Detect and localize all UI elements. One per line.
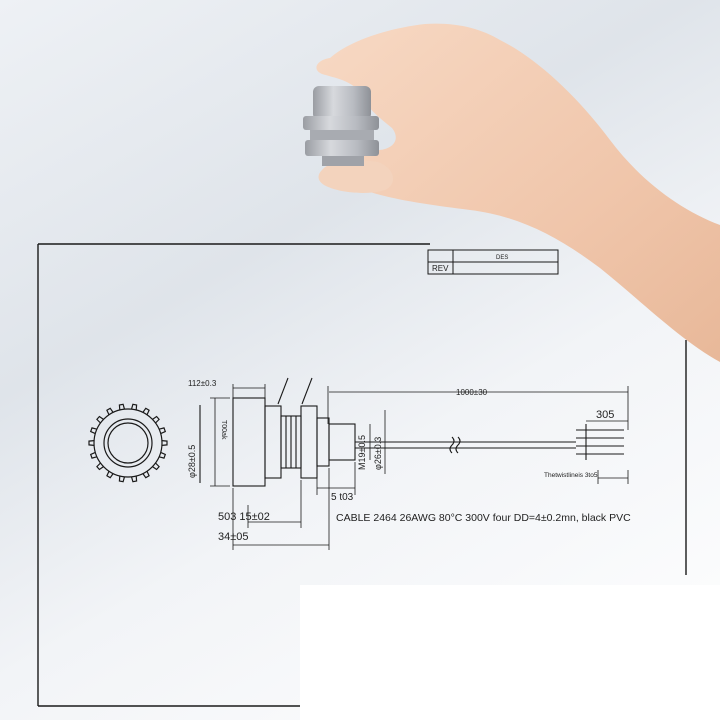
white-overlay-patch xyxy=(300,585,720,720)
gear-tooth xyxy=(89,427,98,435)
front-view-ring xyxy=(88,403,168,483)
twist-note: Thetwistlineis 3to5 xyxy=(544,472,598,479)
dim-flange-dia: φ28±0.5 xyxy=(187,445,197,478)
hand-photo xyxy=(316,23,720,362)
rev-label: REV xyxy=(432,264,449,273)
dim-inner-dia: φ26±0.3 xyxy=(373,437,383,470)
gear-tooth xyxy=(89,451,98,459)
gear-tooth xyxy=(152,415,160,424)
title-block xyxy=(427,249,559,275)
dim-strip-length: 305 xyxy=(596,409,614,421)
gear-tooth xyxy=(130,475,138,483)
drawing-frame xyxy=(37,243,687,707)
gear-tooth xyxy=(142,407,150,416)
side-view-fitting xyxy=(199,377,624,487)
gear-tooth xyxy=(142,470,150,479)
gear-tooth xyxy=(161,440,168,446)
dimension-lines xyxy=(210,384,629,550)
title-fragment: DES xyxy=(496,255,508,261)
gear-tooth xyxy=(96,415,104,424)
gear-tooth xyxy=(158,427,167,435)
dim-offset-left: 503 15±02 xyxy=(218,511,270,523)
gear-tooth xyxy=(106,407,114,416)
dim-thread-spec: M19±0.5 xyxy=(357,435,367,470)
gear-tooth xyxy=(152,462,160,471)
gear-tooth xyxy=(96,462,104,471)
dim-cable-length: 1000±30 xyxy=(456,388,488,397)
gear-tooth xyxy=(118,475,126,483)
gear-tooth xyxy=(88,440,95,446)
gear-tooth xyxy=(106,470,114,479)
gear-tooth xyxy=(158,451,167,459)
dim-nut-gap: 5 t03 xyxy=(331,492,354,503)
cable-gland-part xyxy=(303,86,379,166)
gear-tooth xyxy=(118,403,126,411)
dim-total-length: 34±05 xyxy=(218,531,249,543)
cable-spec-note: CABLE 2464 26AWG 80°C 300V four DD=4±0.2… xyxy=(336,512,631,524)
dim-body-thread: T00ak xyxy=(220,420,227,440)
dim-flange-thickness: 112±0.3 xyxy=(188,379,217,388)
gear-tooth xyxy=(130,403,138,411)
